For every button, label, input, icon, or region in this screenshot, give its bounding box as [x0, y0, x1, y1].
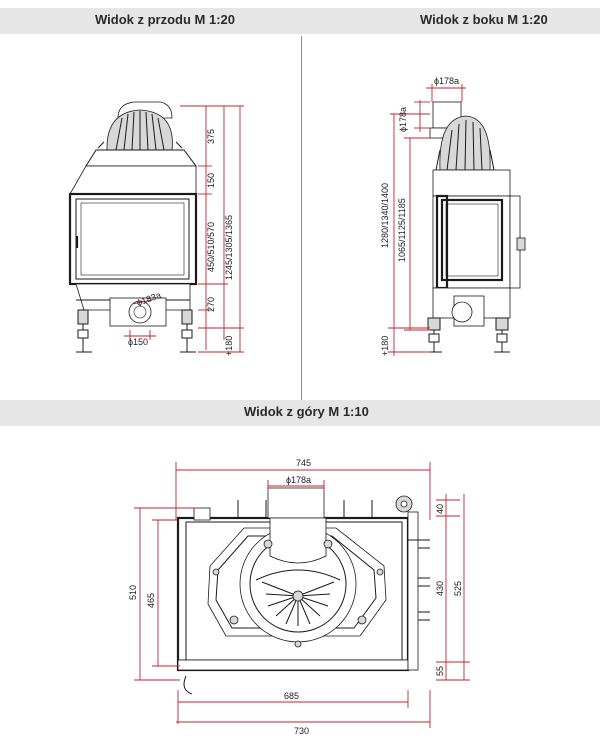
- dim-side-phi178-top: ϕ178a: [434, 76, 459, 86]
- dim-front-1245: 1245/1305/1365: [224, 215, 234, 280]
- front-view-drawing: 375 150 450/510/570 1245/1305/1365 270 +…: [68, 101, 244, 356]
- view-separator: [301, 36, 302, 400]
- dim-top-phi178: ϕ178a: [286, 475, 311, 485]
- dim-top-55: 55: [435, 666, 445, 676]
- top-view-title: Widok z góry M 1:10: [244, 404, 369, 419]
- side-view-drawing: ϕ178a ϕ178a 1280/1340/1400 1065/1125/118…: [380, 76, 526, 356]
- side-grill-dome: [439, 115, 491, 171]
- dim-side-1065: 1065/1125/1185: [397, 198, 407, 262]
- dim-side-1280: 1280/1340/1400: [380, 183, 390, 248]
- dim-front-150: 150: [206, 173, 216, 188]
- dim-front-270: 270: [206, 297, 216, 312]
- front-view-title: Widok z przodu M 1:20: [95, 12, 235, 27]
- dim-side-180: +180: [380, 336, 390, 356]
- dim-top-745: 745: [296, 458, 311, 468]
- dim-top-430: 430: [435, 581, 445, 596]
- dim-top-730: 730: [294, 726, 309, 736]
- side-view-title: Widok z boku M 1:20: [420, 12, 548, 27]
- dim-front-180: +180: [224, 336, 234, 356]
- dim-front-phi150: ϕ150: [128, 337, 148, 347]
- dim-top-465: 465: [146, 593, 156, 608]
- dim-front-450: 450/510/570: [206, 222, 216, 272]
- dim-front-375: 375: [206, 129, 216, 144]
- dim-top-510: 510: [128, 585, 138, 600]
- dim-top-685: 685: [284, 691, 299, 701]
- top-view-drawing: 745 ϕ178a 510 465 40 430 525 55 685 730: [128, 458, 470, 736]
- dim-top-40: 40: [435, 504, 445, 514]
- dim-side-phi178-left: ϕ178a: [398, 107, 408, 132]
- top-view-header-bar: [0, 400, 600, 426]
- dim-top-525: 525: [453, 581, 463, 596]
- top-header-bar: [0, 8, 600, 34]
